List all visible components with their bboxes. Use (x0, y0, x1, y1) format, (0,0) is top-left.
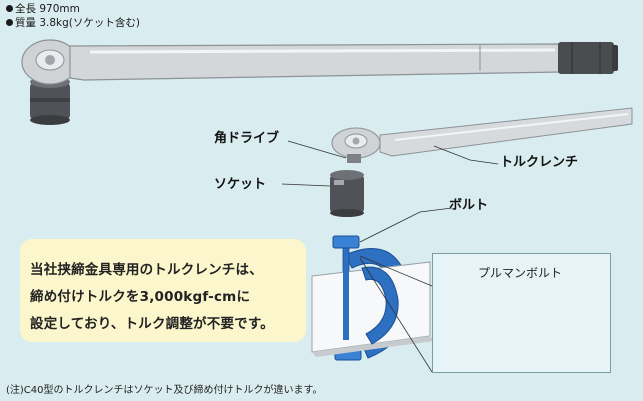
footer-note: (注)C40型のトルクレンチはソケット及び締め付けトルクが違います。 (6, 385, 323, 396)
spec-total-length: 全長 970mm (6, 3, 80, 16)
note-line-1: 当社挟締金具専用のトルクレンチは、 (30, 262, 263, 278)
inset-callout-lines (359, 255, 433, 373)
pullman-bolt-inset: プルマンボルト (432, 253, 611, 373)
spec-weight: 質量 3.8kg(ソケット含む) (6, 17, 140, 30)
note-box: 当社挟締金具専用のトルクレンチは、 締め付けトルクを3,000kgf-cmに 設… (20, 239, 306, 342)
inset-title: プルマンボルト (478, 266, 563, 280)
bullet-icon (6, 19, 13, 26)
label-bolt: ボルト (449, 198, 489, 213)
spec-weight-text: 質量 3.8kg(ソケット含む) (15, 17, 140, 29)
small-socket (330, 170, 364, 217)
note-line-3: 設定しており、トルク調整が不要です。 (30, 316, 274, 332)
label-socket: ソケット (214, 177, 267, 192)
leader-lines (281, 140, 499, 243)
large-torque-wrench (21, 39, 618, 125)
blue-clamp (311, 235, 434, 361)
spec-length-text: 全長 970mm (15, 3, 80, 15)
label-torque-wrench: トルクレンチ (500, 155, 579, 170)
note-line-2: 締め付けトルクを3,000kgf-cmに (30, 289, 251, 305)
bullet-icon (6, 5, 13, 12)
label-square-drive: 角ドライブ (214, 131, 280, 146)
small-torque-wrench (331, 107, 633, 163)
